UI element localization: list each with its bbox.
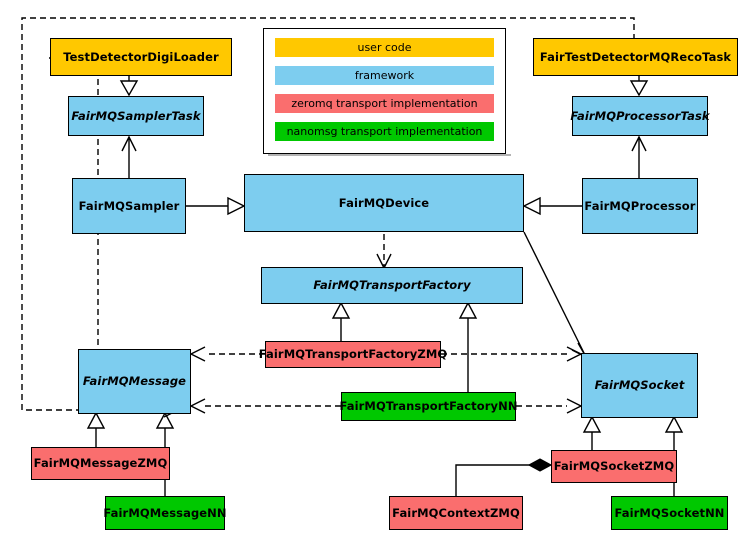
edge-processor-to-processortask	[631, 135, 647, 178]
edge-sampler-to-device	[186, 196, 246, 216]
edge-recotask-to-processortask	[629, 75, 649, 97]
class-box-fairmqdevice[interactable]: FairMQDevice	[244, 174, 524, 232]
legend-item-user-code: user code	[275, 38, 494, 57]
legend-panel: user code framework zeromq transport imp…	[263, 28, 506, 154]
class-box-fairmqsocket[interactable]: FairMQSocket	[581, 353, 698, 418]
legend-shadow	[268, 154, 511, 156]
edge-factoryzmq-to-socket	[441, 346, 583, 362]
legend-item-zeromq: zeromq transport implementation	[275, 94, 494, 113]
class-box-fairmqsocketzmq[interactable]: FairMQSocketZMQ	[551, 450, 677, 483]
class-box-fairmqsampler[interactable]: FairMQSampler	[72, 178, 186, 234]
edge-socketzmq-to-socket	[582, 415, 602, 450]
edge-device-to-transportfactory	[376, 234, 392, 270]
edge-factorynn-to-socket	[516, 398, 583, 414]
edge-messagezmq-to-message	[86, 411, 106, 447]
edge-factoryzmq-to-message	[189, 346, 265, 362]
class-box-testdetectordigiloader[interactable]: TestDetectorDigiLoader	[50, 38, 232, 76]
edge-device-to-socket	[523, 231, 588, 359]
class-box-fairmqprocessor[interactable]: FairMQProcessor	[582, 178, 698, 234]
class-box-fairmqtransportfactoryzmq[interactable]: FairMQTransportFactoryZMQ	[259, 341, 447, 368]
legend-item-framework: framework	[275, 66, 494, 85]
edge-processor-to-device	[522, 196, 582, 216]
class-box-fairmqmessagezmq[interactable]: FairMQMessageZMQ	[31, 447, 170, 480]
edge-socketzmq-composition-contextzmq	[455, 458, 553, 496]
edge-digiloader-to-samplertask	[119, 75, 139, 97]
class-box-fairmqsocketnn[interactable]: FairMQSocketNN	[611, 496, 728, 530]
class-box-fairmqtransportfactory[interactable]: FairMQTransportFactory	[261, 267, 523, 304]
class-box-fairmqprocessortask[interactable]: FairMQProcessorTask	[570, 96, 710, 136]
edge-factoryzmq-to-factory	[331, 301, 351, 341]
legend-item-nanomsg: nanomsg transport implementation	[275, 122, 494, 141]
class-box-fairtestdetectormqrecotask[interactable]: FairTestDetectorMQRecoTask	[533, 38, 738, 76]
edge-factorynn-to-message	[189, 398, 341, 414]
edge-factorynn-to-factory	[458, 301, 478, 392]
class-box-fairmqcontextzmq[interactable]: FairMQContextZMQ	[389, 496, 523, 530]
class-box-fairmqmessagenn[interactable]: FairMQMessageNN	[103, 496, 227, 530]
edge-sampler-to-samplertask	[121, 135, 137, 178]
class-box-fairmqsamplertask[interactable]: FairMQSamplerTask	[68, 96, 204, 136]
class-box-fairmqmessage[interactable]: FairMQMessage	[78, 349, 191, 414]
class-box-fairmqtransportfactorynn[interactable]: FairMQTransportFactoryNN	[339, 392, 517, 421]
